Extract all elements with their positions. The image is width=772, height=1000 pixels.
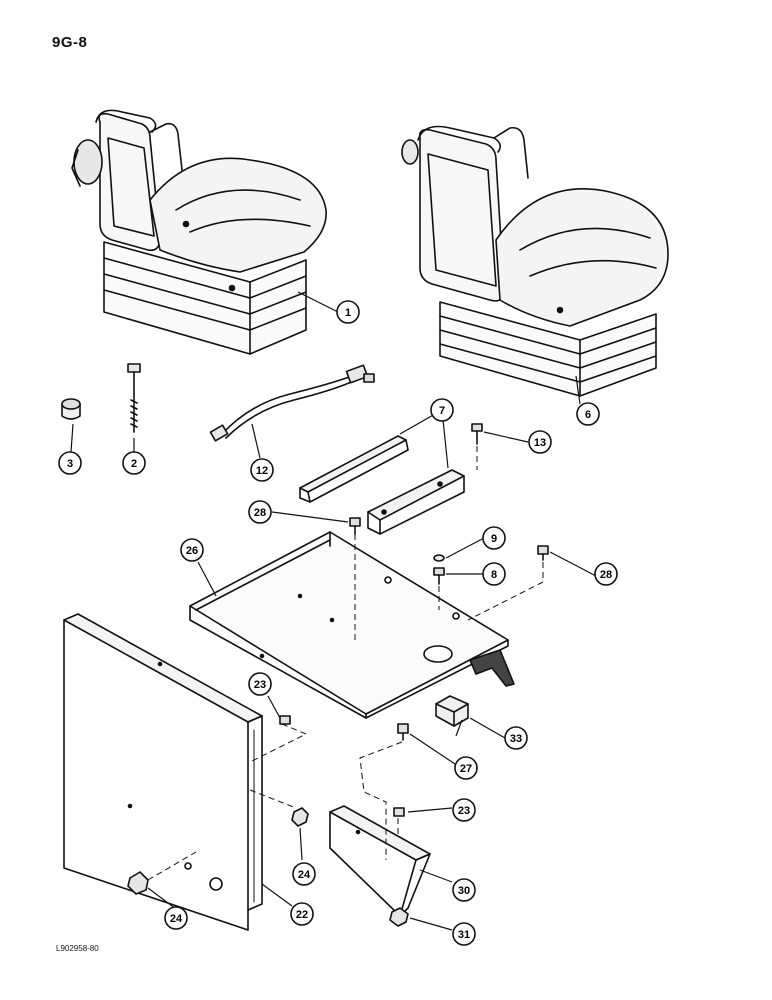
callout-28-right: 28 [594,562,618,586]
callout-23-upper: 23 [248,672,272,696]
callout-2: 2 [122,451,146,475]
svg-text:1: 1 [345,307,351,319]
callout-13: 13 [528,430,552,454]
callout-7: 7 [430,398,454,422]
seat-base-plate [189,531,515,719]
callout-24-panel: 24 [292,862,316,886]
callout-33: 33 [469,717,528,750]
seat-rail-bracket-lower [367,469,465,535]
screw-28-right [537,545,549,561]
callouts: 1 6 7 3 2 12 13 28 [58,300,618,946]
svg-text:24: 24 [170,913,183,925]
nut-31 [389,907,409,927]
callout-8: 8 [482,562,506,586]
svg-text:30: 30 [458,885,470,897]
bracket-33 [435,695,469,727]
svg-text:28: 28 [254,507,266,519]
svg-text:12: 12 [256,465,268,477]
callout-23-lower: 23 [452,798,476,822]
svg-text:24: 24 [298,869,311,881]
screw-28-upper [349,517,361,535]
callout-6: 6 [576,402,600,426]
callout-9: 9 [482,526,506,550]
callout-3: 3 [58,451,82,475]
svg-text:31: 31 [458,929,470,941]
screw-23-upper [279,715,291,725]
nut-24-panel [291,807,309,827]
svg-text:3: 3 [67,458,73,470]
screw-23-lower [393,807,405,817]
screw-13 [471,423,483,445]
figure-code: L902958-80 [56,944,99,953]
svg-text:23: 23 [254,679,266,691]
svg-text:7: 7 [439,405,445,417]
bolt-part [127,363,141,433]
bushing-part [61,398,81,420]
svg-text:22: 22 [296,909,308,921]
callout-1: 1 [336,300,360,324]
svg-text:27: 27 [460,763,472,775]
seat-rail-bracket-upper [299,435,409,503]
svg-text:23: 23 [458,805,470,817]
svg-text:28: 28 [600,569,612,581]
callout-30: 30 [452,878,476,902]
washer-9 [433,554,445,562]
callout-26: 26 [180,538,204,562]
seat-right-illustration [401,125,669,397]
callout-27: 27 [454,756,478,780]
svg-text:9: 9 [491,533,497,545]
callout-12: 12 [250,458,274,482]
side-panel [63,613,263,931]
svg-text:6: 6 [585,409,591,421]
seat-left-illustration [71,109,327,355]
assembly-lines [147,446,544,881]
wiring-harness-part [209,364,375,442]
bolt-8 [433,567,445,585]
svg-text:8: 8 [491,569,497,581]
callout-22: 22 [290,902,314,926]
cover-plate-30 [329,805,431,917]
screw-27 [397,723,409,741]
callout-31: 31 [452,922,476,946]
svg-text:2: 2 [131,458,137,470]
callout-24-lower: 24 [164,906,188,930]
svg-text:13: 13 [534,437,546,449]
svg-text:33: 33 [510,733,522,745]
page-reference: 9G-8 [52,34,88,51]
nut-24-lower [127,871,149,895]
callout-28-upper: 28 [248,500,272,524]
svg-text:26: 26 [186,545,198,557]
